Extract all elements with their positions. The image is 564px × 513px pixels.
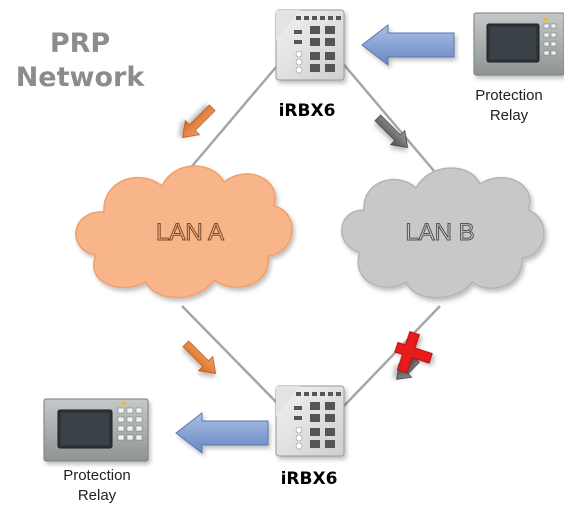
top-switch-label: iRBX6	[278, 101, 336, 121]
link-lan-b-to-bottom-switch	[341, 305, 441, 409]
title-line-2: Network	[15, 62, 145, 93]
bottom-switch-label: iRBX6	[280, 469, 338, 489]
relay-to-switch-arrow	[361, 23, 455, 67]
link-lan-a-to-bottom-switch	[181, 305, 283, 409]
switch-to-relay-arrow	[175, 411, 269, 455]
bottom-protection-relay	[43, 398, 149, 462]
lan-a-cloud	[75, 165, 293, 299]
top-relay-label-line-1: Protection	[475, 87, 543, 104]
lan-b-cloud	[341, 167, 545, 299]
title-line-1: PRP	[49, 28, 111, 59]
top-switch-device	[275, 9, 345, 81]
top-relay-label: Protection Relay	[454, 86, 564, 126]
fault-x-icon	[394, 331, 433, 374]
bottom-relay-label-line-2: Relay	[77, 487, 117, 504]
bottom-relay-label: Protection Relay	[42, 466, 152, 506]
network-links	[181, 59, 441, 409]
lan-a-label: LAN A	[156, 219, 224, 246]
top-relay-label-line-2: Relay	[489, 107, 529, 124]
link-top-switch-to-lan-b	[339, 59, 441, 179]
lan-b-label: LAN B	[405, 219, 474, 246]
bottom-relay-label-line-1: Protection	[63, 467, 131, 484]
link-top-switch-to-lan-a	[181, 59, 283, 179]
top-protection-relay	[473, 12, 564, 76]
lan-a-inbound-arrow	[182, 340, 217, 375]
lan-b-outbound-arrow	[374, 114, 409, 149]
diagram-title: PRP Network	[10, 27, 150, 95]
lan-a-outbound-arrow	[181, 104, 216, 139]
bottom-switch-device	[275, 385, 345, 457]
